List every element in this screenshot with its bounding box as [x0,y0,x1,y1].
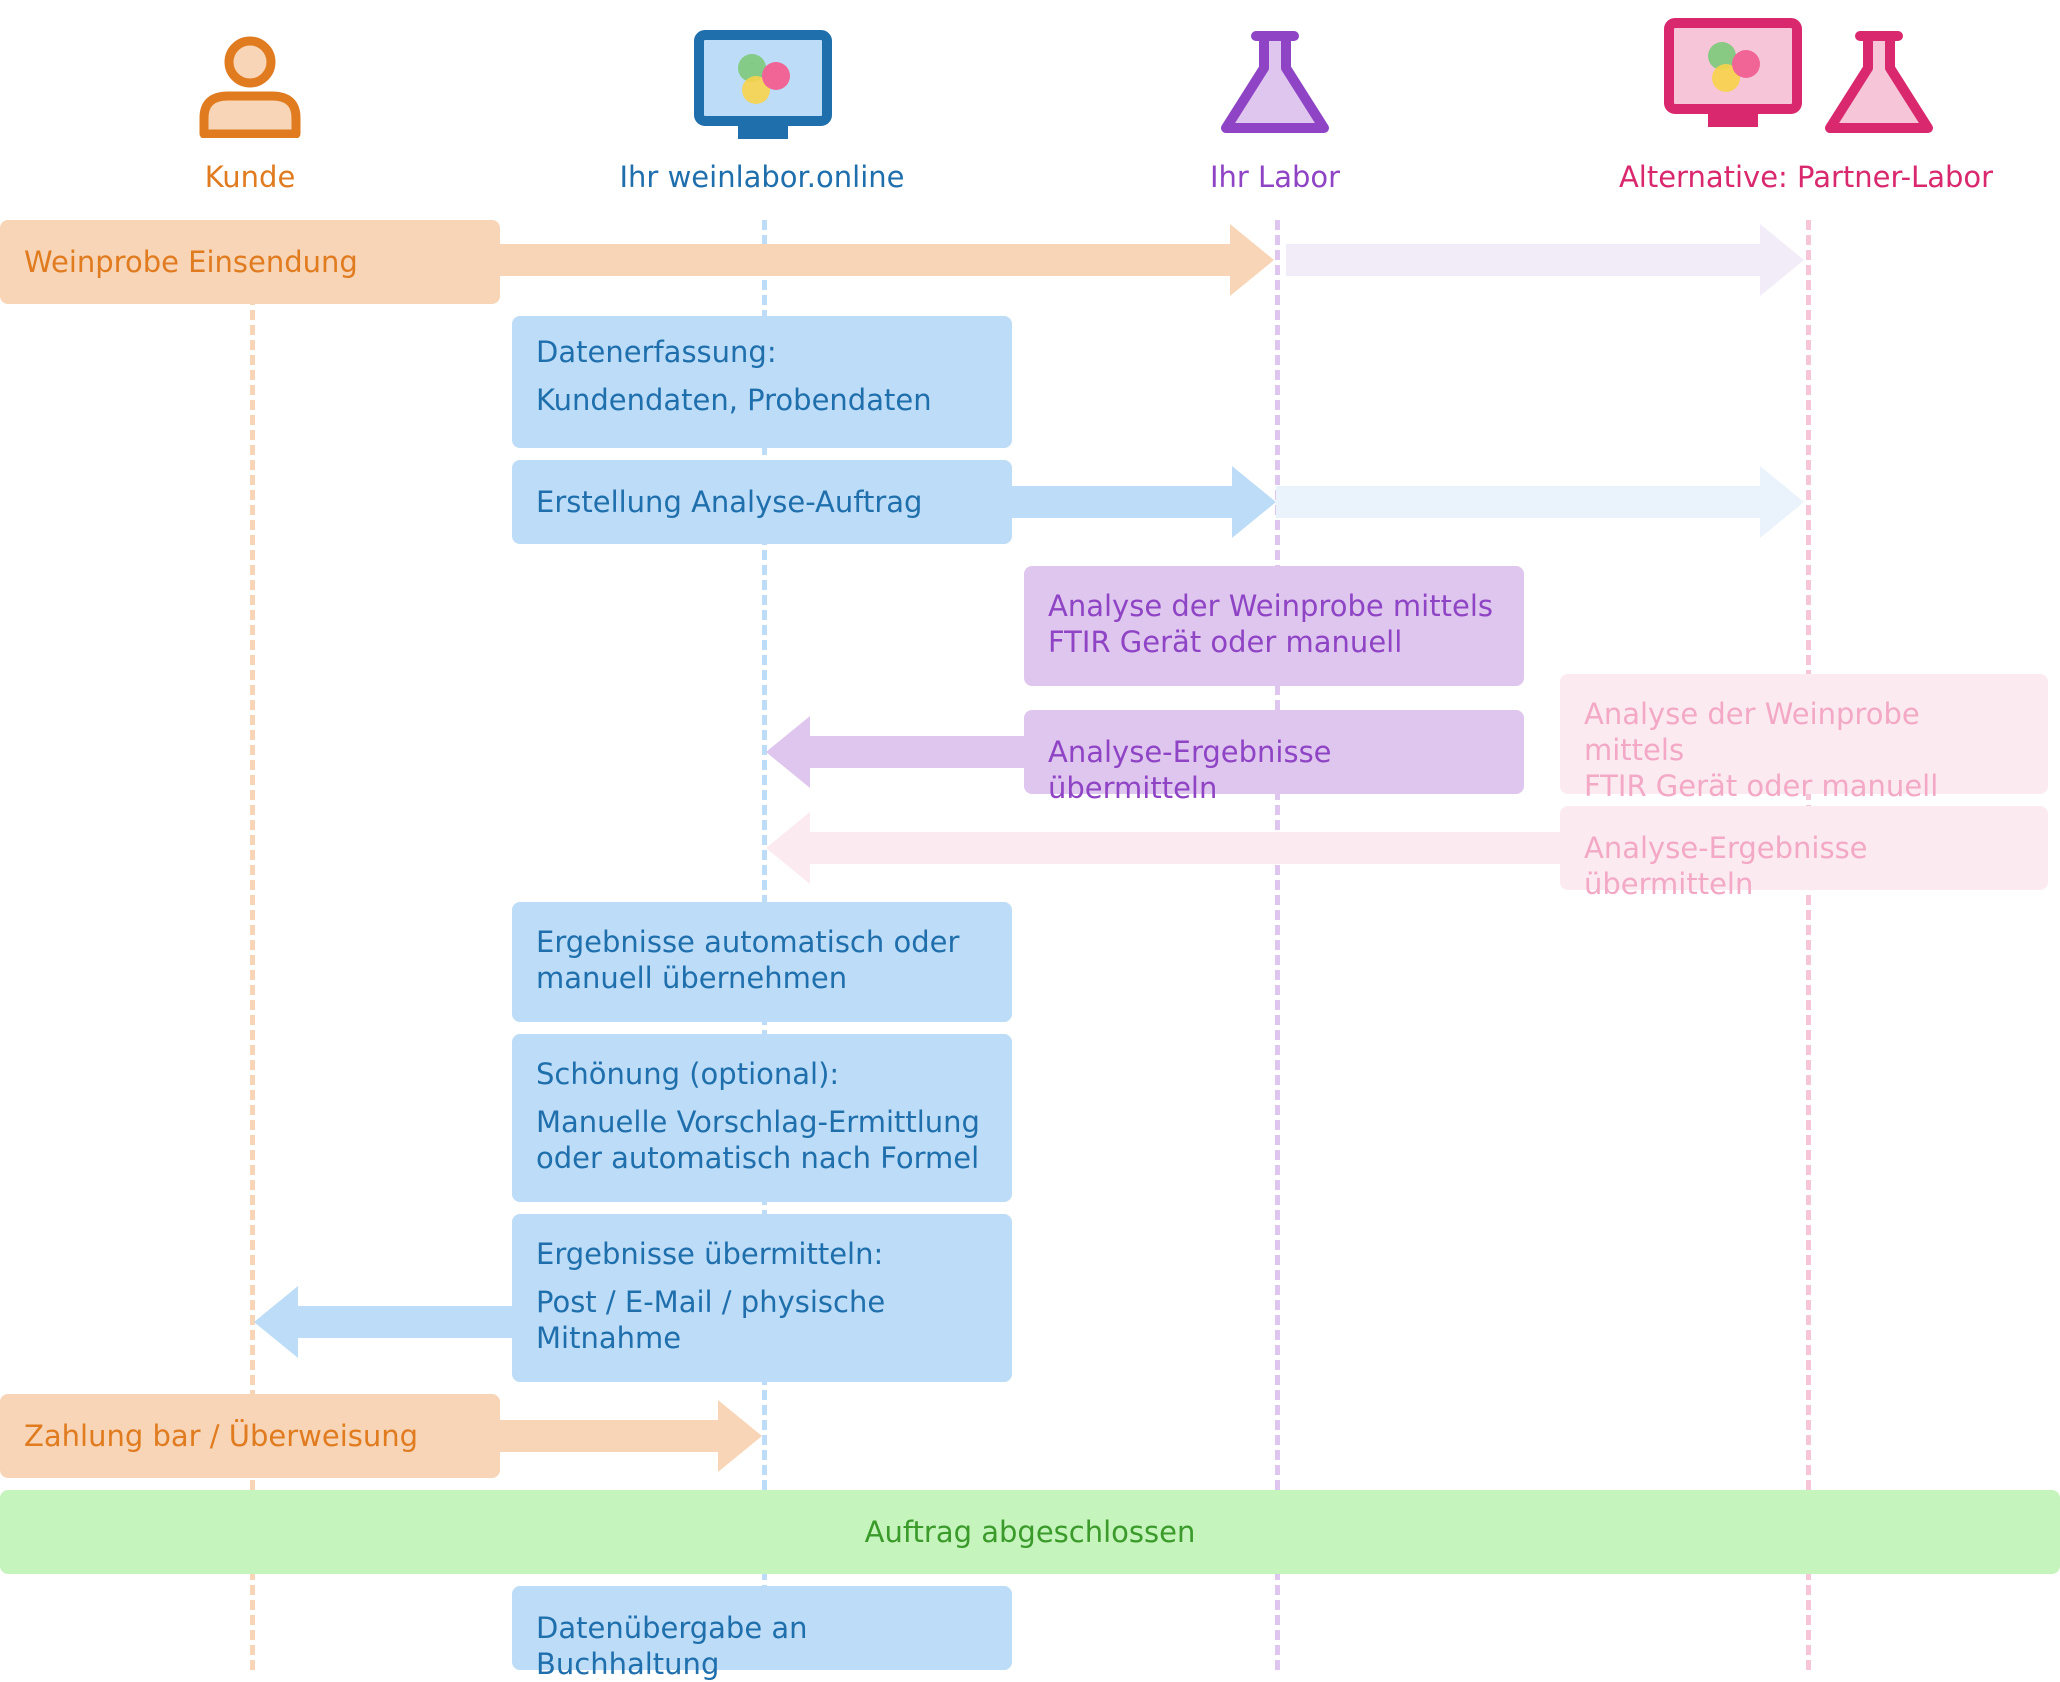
step-zahlung-label: Zahlung bar / Überweisung [24,1419,419,1453]
arrow-labor-partner [1286,224,1806,296]
step-buchhaltung-label: Datenübergabe an Buchhaltung [536,1611,808,1681]
step-analyse-line1: Analyse der Weinprobe mittels [1048,589,1493,623]
step-uebermitteln: Analyse-Ergebnisse übermitteln [1024,710,1524,805]
lane-label-partner: Alternative: Partner-Labor [1618,160,1994,194]
monitor-icon [694,30,832,142]
step-ergebnisse-title: Ergebnisse übermitteln: [536,1237,884,1271]
arrow-auftrag-labor [1010,466,1278,538]
step-auftrag: Erstellung Analyse-Auftrag [512,460,1012,544]
step-partner-uebermitteln: Analyse-Ergebnisse übermitteln [1560,806,2048,901]
arrow-ergebnisse-kunde [254,1286,514,1358]
step-uebermitteln-label: Analyse-Ergebnisse übermitteln [1048,735,1332,805]
arrow-ergebnisse-weinlabor [766,716,1026,788]
person-icon [198,34,302,138]
lane-label-weinlabor: Ihr weinlabor.online [619,160,905,194]
arrow-einsendung-labor [498,224,1276,296]
step-buchhaltung: Datenübergabe an Buchhaltung [512,1586,1012,1681]
step-partner-analyse: Analyse der Weinprobe mittels FTIR Gerät… [1560,674,2048,803]
step-partner-uebermitteln-label: Analyse-Ergebnisse übermitteln [1584,831,1868,901]
step-schoenung: Schönung (optional): Manuelle Vorschlag-… [512,1034,1012,1202]
step-uebernehmen-line1: Ergebnisse automatisch oder [536,925,960,959]
partner-monitor-icon [1664,18,1802,130]
arrow-auftrag-partner [1276,466,1806,538]
step-einsendung-label: Weinprobe Einsendung [24,245,358,279]
arrow-partner-weinlabor [766,812,1564,884]
step-auftrag-label: Erstellung Analyse-Auftrag [536,485,923,519]
step-abgeschlossen-label: Auftrag abgeschlossen [864,1515,1196,1549]
flask-icon [1218,30,1332,134]
lifeline-kunde [250,220,255,1670]
partner-flask-icon [1822,30,1936,134]
step-datenerfassung-detail: Kundendaten, Probendaten [536,383,932,417]
step-ergebnisse: Ergebnisse übermitteln: Post / E-Mail / … [512,1214,1012,1382]
step-ergebnisse-line2: Post / E-Mail / physische [536,1285,886,1319]
step-analyse: Analyse der Weinprobe mittels FTIR Gerät… [1024,566,1524,686]
step-analyse-line2: FTIR Gerät oder manuell [1048,625,1403,659]
step-datenerfassung: Datenerfassung: Kundendaten, Probendaten [512,316,1012,448]
step-schoenung-line3: oder automatisch nach Formel [536,1141,980,1175]
step-ergebnisse-line3: Mitnahme [536,1321,682,1355]
step-uebernehmen: Ergebnisse automatisch oder manuell über… [512,902,1012,1022]
step-schoenung-title: Schönung (optional): [536,1057,840,1091]
lane-label-labor: Ihr Labor [1209,160,1341,194]
arrow-zahlung-weinlabor [498,1400,764,1472]
step-einsendung: Weinprobe Einsendung [0,220,500,304]
lifeline-labor [1275,220,1280,1670]
step-abgeschlossen: Auftrag abgeschlossen [0,1490,2060,1574]
lane-label-kunde: Kunde [204,160,296,194]
step-uebernehmen-line2: manuell übernehmen [536,961,848,995]
lifeline-partner [1806,220,1811,1670]
step-schoenung-line2: Manuelle Vorschlag-Ermittlung [536,1105,980,1139]
step-partner-analyse-line1: Analyse der Weinprobe mittels [1584,697,1920,767]
step-datenerfassung-title: Datenerfassung: [536,335,777,369]
step-zahlung: Zahlung bar / Überweisung [0,1394,500,1478]
step-partner-analyse-line2: FTIR Gerät oder manuell [1584,769,1939,803]
